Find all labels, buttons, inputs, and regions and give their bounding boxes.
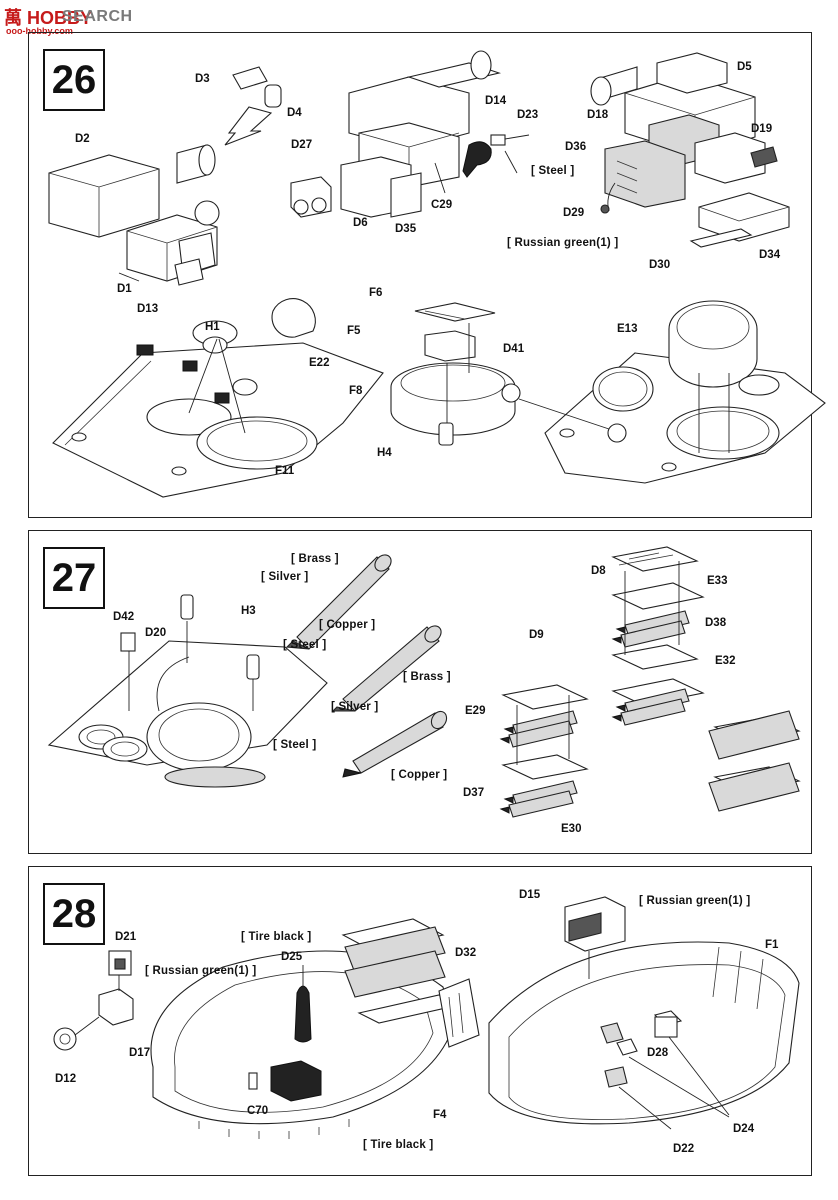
color-callout: Russian green(1) xyxy=(639,895,750,908)
part-label: F5 xyxy=(347,325,361,337)
step-27-drawing xyxy=(47,546,801,818)
part-label: D42 xyxy=(113,611,135,623)
part-label: D12 xyxy=(55,1073,77,1085)
watermark-brand: SEARCH xyxy=(62,8,133,25)
color-callout: Steel xyxy=(531,165,574,178)
part-label: D41 xyxy=(503,343,525,355)
step-27-panel: 27 xyxy=(28,530,812,854)
part-label: E32 xyxy=(715,655,736,667)
part-label: C29 xyxy=(431,199,453,211)
part-label: D24 xyxy=(733,1123,755,1135)
color-callout: Brass xyxy=(291,553,339,566)
part-label: D1 xyxy=(117,283,132,295)
color-callout: Silver xyxy=(261,571,308,584)
step-26-panel: 26 xyxy=(28,32,826,518)
part-label: H4 xyxy=(377,447,392,459)
part-label: D18 xyxy=(587,109,609,121)
part-label: H3 xyxy=(241,605,256,617)
part-label: D9 xyxy=(529,629,544,641)
part-label: D28 xyxy=(647,1047,669,1059)
part-label: F4 xyxy=(433,1109,447,1121)
watermark-logo: 萬 HOBBY xyxy=(4,8,93,28)
part-label: D20 xyxy=(145,627,167,639)
color-callout: Tire black xyxy=(241,931,311,944)
part-label: D3 xyxy=(195,73,210,85)
part-label: D14 xyxy=(485,95,507,107)
part-label: D22 xyxy=(673,1143,695,1155)
part-label: D29 xyxy=(563,207,585,219)
part-label: E30 xyxy=(561,823,582,835)
step-number: 26 xyxy=(43,49,105,111)
part-label: D15 xyxy=(519,889,541,901)
color-callout: Russian green(1) xyxy=(507,237,618,250)
part-label: D27 xyxy=(291,139,313,151)
watermark-url: ooo-hobby.com xyxy=(6,26,73,36)
part-label: D23 xyxy=(517,109,539,121)
part-label: D2 xyxy=(75,133,90,145)
color-callout: Copper xyxy=(391,769,447,782)
part-label: D5 xyxy=(737,61,752,73)
step-number: 28 xyxy=(43,883,105,945)
part-label: D17 xyxy=(129,1047,151,1059)
part-label: F6 xyxy=(369,287,383,299)
part-label: E13 xyxy=(617,323,638,335)
part-label: F1 xyxy=(765,939,779,951)
part-label: F11 xyxy=(275,465,295,477)
part-label: D35 xyxy=(395,223,417,235)
part-label: D30 xyxy=(649,259,671,271)
part-label: D25 xyxy=(281,951,303,963)
step-28-panel: 28 xyxy=(28,866,812,1176)
color-callout: Russian green(1) xyxy=(145,965,256,978)
part-label: F8 xyxy=(349,385,363,397)
part-label: D38 xyxy=(705,617,727,629)
part-label: D32 xyxy=(455,947,477,959)
part-label: D36 xyxy=(565,141,587,153)
part-label: D37 xyxy=(463,787,485,799)
color-callout: Steel xyxy=(273,739,316,752)
part-label: D21 xyxy=(115,931,137,943)
step-number: 27 xyxy=(43,547,105,609)
watermark: 萬 HOBBY SEARCH ooo-hobby.com xyxy=(4,4,204,36)
part-label: E33 xyxy=(707,575,728,587)
color-callout: Silver xyxy=(331,701,378,714)
step-26-drawing xyxy=(48,50,826,498)
color-callout: Steel xyxy=(283,639,326,652)
part-label: D4 xyxy=(287,107,302,119)
color-callout: Tire black xyxy=(363,1139,433,1152)
part-label: C70 xyxy=(247,1105,269,1117)
part-label: H1 xyxy=(205,321,220,333)
part-label: D6 xyxy=(353,217,368,229)
color-callout: Copper xyxy=(319,619,375,632)
color-callout: Brass xyxy=(403,671,451,684)
part-label: D8 xyxy=(591,565,606,577)
part-label: E29 xyxy=(465,705,486,717)
part-label: E22 xyxy=(309,357,330,369)
part-label: D13 xyxy=(137,303,159,315)
part-label: D34 xyxy=(759,249,781,261)
part-label: D19 xyxy=(751,123,773,135)
step-28-drawing xyxy=(53,896,800,1139)
